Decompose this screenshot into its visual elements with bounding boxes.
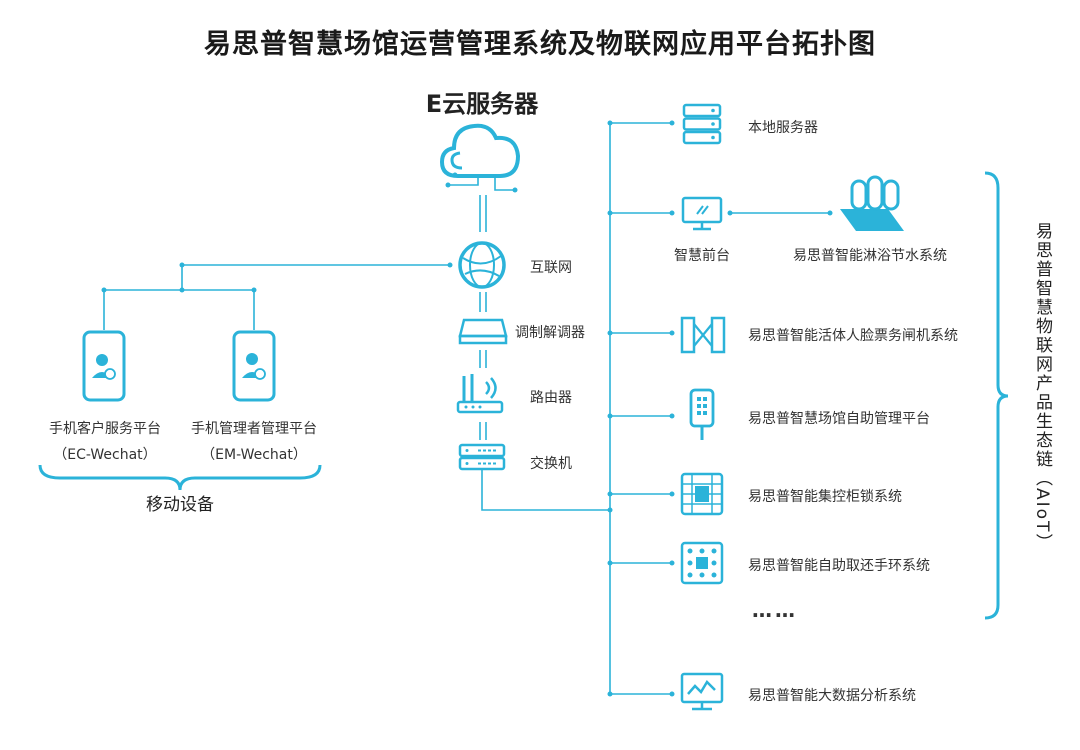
analytics-monitor-icon xyxy=(680,672,724,711)
server-rack-icon xyxy=(682,103,722,145)
wristband-cabinet-icon xyxy=(680,541,724,585)
kiosk-icon xyxy=(689,388,715,440)
bigdata-label: 易思普智能大数据分析系统 xyxy=(748,688,916,704)
client-platform-sub: （EC-Wechat） xyxy=(53,447,157,463)
switch-label: 交换机 xyxy=(530,456,572,472)
more-systems-ellipsis: …… xyxy=(752,598,798,622)
globe-icon xyxy=(458,241,506,289)
cloud-server-label: E云服务器 xyxy=(425,90,539,118)
shower-label: 易思普智能淋浴节水系统 xyxy=(793,248,947,264)
page-title: 易思普智慧场馆运营管理系统及物联网应用平台拓扑图 xyxy=(204,29,876,60)
internet-label: 互联网 xyxy=(530,260,572,276)
local-server-label: 本地服务器 xyxy=(748,120,818,136)
modem-label: 调制解调器 xyxy=(515,325,585,341)
switch-icon xyxy=(458,443,506,471)
cloud-server-icon xyxy=(439,123,521,178)
ecosystem-label: 易思普智慧物联网产品生态链（AIoT） xyxy=(1032,222,1052,553)
locker-icon xyxy=(680,472,724,516)
gate-label: 易思普智能活体人脸票务闸机系统 xyxy=(748,328,958,344)
router-label: 路由器 xyxy=(530,390,572,406)
turnstile-gate-icon xyxy=(680,316,726,354)
locker-label: 易思普智能集控柜锁系统 xyxy=(748,489,902,505)
kiosk-label: 易思普智慧场馆自助管理平台 xyxy=(748,411,930,427)
client-platform-label: 手机客户服务平台 xyxy=(49,421,161,437)
router-icon xyxy=(456,374,504,414)
wristband-label: 易思普智能自助取还手环系统 xyxy=(748,558,930,574)
front-desk-label: 智慧前台 xyxy=(674,248,730,264)
phone-manager-icon xyxy=(232,330,276,402)
modem-icon xyxy=(458,318,508,345)
manager-platform-label: 手机管理者管理平台 xyxy=(191,421,317,437)
monitor-icon xyxy=(681,196,723,231)
manager-platform-sub: （EM-Wechat） xyxy=(201,447,307,463)
mobile-devices-label: 移动设备 xyxy=(146,495,214,515)
phone-customer-icon xyxy=(82,330,126,402)
shower-icon xyxy=(840,175,904,231)
